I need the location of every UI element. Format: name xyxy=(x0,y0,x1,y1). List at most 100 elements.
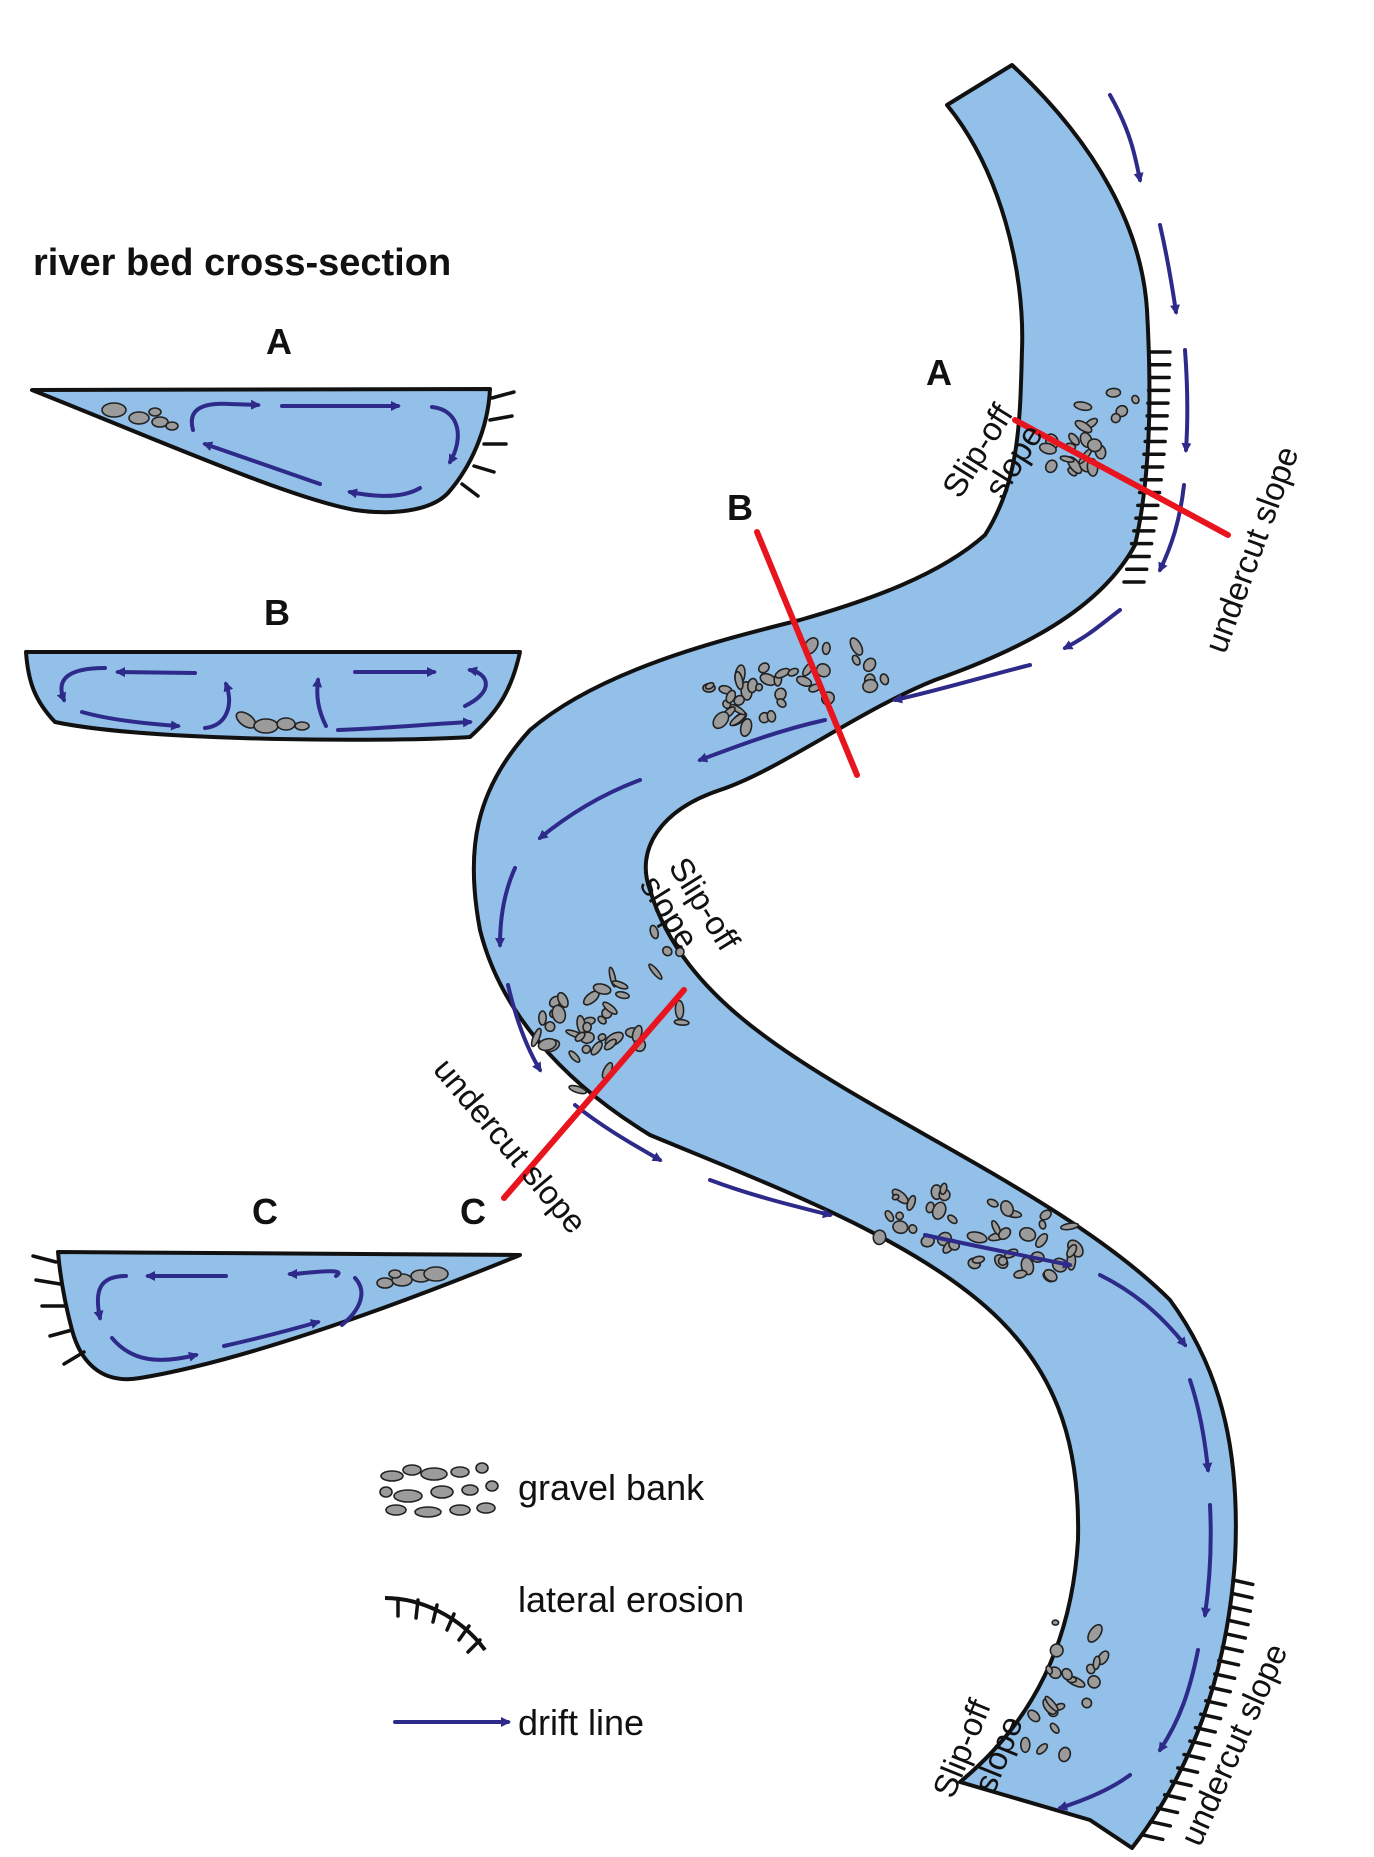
gravel-stone xyxy=(648,963,663,980)
cross-section-b: B xyxy=(24,592,522,742)
erosion-tick xyxy=(1182,1752,1206,1761)
gravel-stone xyxy=(1038,1219,1047,1230)
section-a-gravel xyxy=(101,402,179,431)
erosion-tick xyxy=(1223,1631,1248,1640)
gravel-stone xyxy=(931,1201,947,1220)
section-line-c xyxy=(501,987,687,1201)
section-a-water xyxy=(30,387,492,515)
erosion-tick xyxy=(1204,1699,1228,1707)
gravel-stone xyxy=(712,711,730,730)
section-a-erosion xyxy=(460,390,516,498)
gravel-stone xyxy=(999,1200,1015,1217)
erosion-tick xyxy=(1226,1618,1250,1627)
gravel-stone xyxy=(592,983,612,995)
legend-gravel-swatch xyxy=(379,1462,499,1518)
gravel-stone xyxy=(884,1209,895,1223)
gravel-stone xyxy=(895,1211,905,1221)
section-c-label: C xyxy=(252,1191,278,1232)
gravel-stone xyxy=(1086,438,1103,453)
cross-section-c: C xyxy=(31,1191,522,1382)
erosion-tick xyxy=(1193,1725,1218,1734)
gravel-stone xyxy=(966,1231,988,1244)
gravel-stone xyxy=(1058,1746,1072,1763)
gravel-stone xyxy=(1059,455,1075,463)
gravel-stone xyxy=(734,670,744,691)
river-channel xyxy=(471,63,1238,1850)
gravel-stone xyxy=(1061,1667,1073,1681)
gravel-stone xyxy=(597,1033,607,1042)
gravel-stone xyxy=(581,1044,592,1055)
gravel-stone xyxy=(997,1227,1012,1241)
gravel-stone xyxy=(568,1084,588,1095)
gravel-stone xyxy=(849,637,864,656)
gravel-stone xyxy=(649,924,660,940)
cut-label-a: A xyxy=(926,352,952,393)
gravel-stone xyxy=(851,654,861,666)
gravel-stone xyxy=(1045,1665,1054,1675)
undercut-label-2: undercut slope xyxy=(427,1051,594,1241)
section-b-gravel xyxy=(235,711,310,734)
section-c-gravel xyxy=(376,1266,449,1289)
gravel-stone xyxy=(1036,1742,1049,1755)
gravel-stone xyxy=(1105,387,1122,398)
gravel-stone xyxy=(673,1018,690,1026)
gravel-stone xyxy=(787,667,800,677)
legend-gravel-label: gravel bank xyxy=(518,1467,705,1508)
gravel-stone xyxy=(766,709,777,723)
section-a-label: A xyxy=(266,321,292,362)
gravel-stone xyxy=(1020,1736,1031,1754)
gravel-stone xyxy=(821,641,831,656)
gravel-stone xyxy=(795,675,813,688)
gravel-stone xyxy=(1027,1709,1041,1723)
gravel-stone xyxy=(947,1214,958,1225)
gravel-stone xyxy=(544,1021,556,1033)
gravel-stone xyxy=(590,1040,603,1056)
gravel-stone xyxy=(986,1198,999,1208)
erosion-tick xyxy=(1220,1645,1244,1654)
section-c-water xyxy=(56,1250,522,1382)
gravel-stone xyxy=(879,673,890,686)
section-b-drift xyxy=(56,666,488,732)
gravel-stone xyxy=(1068,432,1080,446)
gravel-stone xyxy=(872,1229,887,1246)
erosion-tick xyxy=(1208,1685,1232,1694)
section-a-drift xyxy=(189,399,460,499)
gravel-stone xyxy=(661,945,673,957)
gravel-stone xyxy=(538,1010,548,1026)
erosion-tick xyxy=(1188,1739,1212,1748)
erosion-tick xyxy=(1228,1605,1253,1613)
river-gravel-banks xyxy=(530,387,1140,1763)
diagram-title: river bed cross-section xyxy=(33,242,451,284)
gravel-stone xyxy=(1044,459,1058,474)
gravel-stone xyxy=(862,657,877,673)
gravel-stone xyxy=(674,999,685,1020)
erosion-tick xyxy=(1217,1658,1241,1667)
erosion-tick xyxy=(1213,1672,1237,1681)
gravel-stone xyxy=(556,991,569,1009)
gravel-stone xyxy=(1039,1209,1052,1221)
gravel-stone xyxy=(1131,394,1140,405)
river-erosion-ticks xyxy=(1122,350,1255,1842)
erosion-tick xyxy=(1199,1712,1223,1721)
gravel-stone xyxy=(1081,1697,1093,1709)
gravel-stone xyxy=(674,946,685,958)
gravel-stone xyxy=(755,683,764,692)
legend-erosion-swatch xyxy=(384,1596,487,1654)
gravel-stone xyxy=(1038,442,1057,455)
gravel-stone xyxy=(1044,1695,1059,1712)
gravel-stone xyxy=(1035,1232,1049,1249)
gravel-stone xyxy=(1013,1269,1028,1279)
erosion-tick xyxy=(1155,1806,1180,1815)
gravel-stone xyxy=(1051,1619,1060,1626)
gravel-stone xyxy=(603,1038,617,1051)
legend-drift-label: drift line xyxy=(518,1702,644,1743)
section-b-label: B xyxy=(264,592,290,633)
gravel-stone xyxy=(725,689,737,704)
erosion-tick xyxy=(1176,1766,1200,1775)
gravel-stone xyxy=(1087,1623,1103,1643)
undercut-label-1: undercut slope xyxy=(1197,441,1306,657)
river-drift-lines xyxy=(495,93,1213,1811)
gravel-stone xyxy=(1092,1655,1101,1671)
erosion-tick xyxy=(1231,1578,1255,1587)
